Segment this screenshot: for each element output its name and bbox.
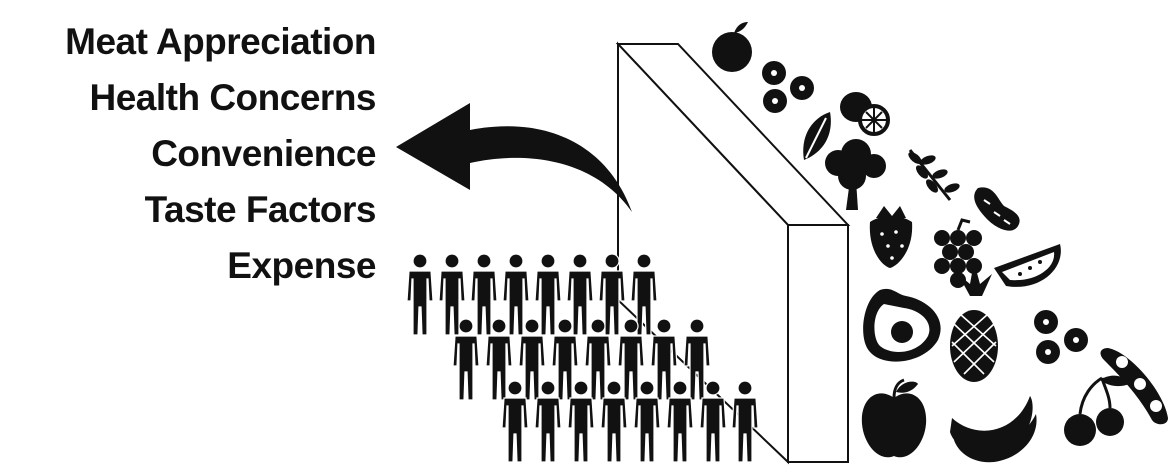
leaf-icon — [803, 112, 831, 160]
peach-icon — [712, 22, 752, 72]
herb-sprig-icon — [906, 150, 961, 200]
broccoli-icon — [825, 139, 886, 210]
banana-icon — [950, 396, 1037, 462]
blueberries-icon — [1034, 310, 1088, 364]
avocado-icon — [863, 289, 941, 362]
lemon-icon — [840, 92, 888, 134]
watermelon-icon — [994, 244, 1061, 287]
apple-icon — [862, 380, 926, 457]
curved-arrow-left-icon — [396, 103, 632, 212]
person-icon — [407, 254, 433, 335]
cherries-icon — [1064, 376, 1130, 446]
blueberries-icon — [762, 61, 814, 113]
peanut-icon — [974, 187, 1019, 230]
strawberry-icon — [870, 206, 912, 268]
